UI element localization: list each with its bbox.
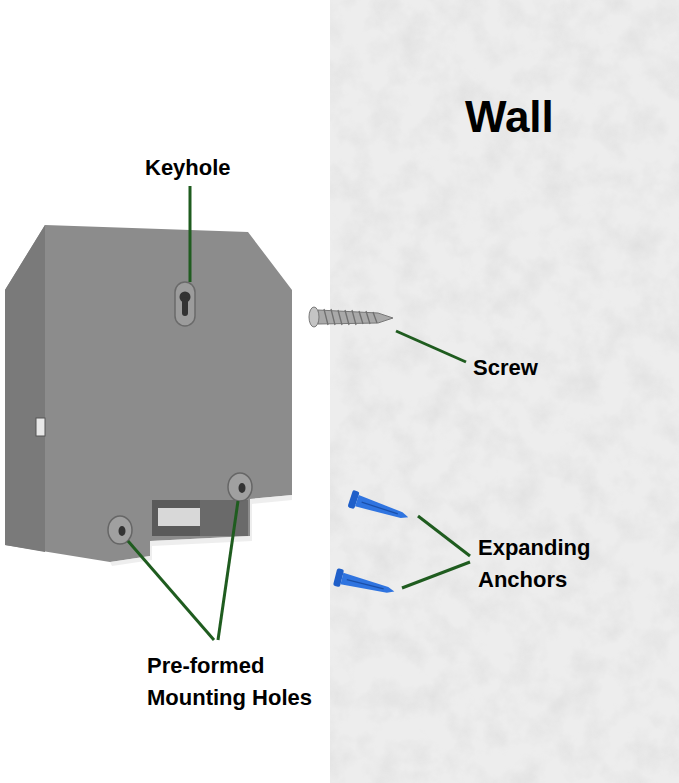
anchor — [333, 568, 397, 600]
callout-label: Keyhole — [145, 152, 265, 184]
keyhole-slot — [175, 282, 195, 326]
leader-line — [128, 186, 470, 640]
callout-label: Expanding Anchors — [478, 532, 613, 596]
screw — [309, 307, 393, 327]
callout-label: Screw — [473, 352, 583, 384]
wall-title: Wall — [465, 92, 554, 142]
anchor — [347, 490, 411, 526]
wall-region: Wall — [330, 0, 679, 783]
wall-texture — [330, 0, 679, 783]
callout-label: Pre-formed Mounting Holes — [147, 650, 337, 714]
wall-fill — [330, 0, 679, 783]
device-housing — [5, 225, 292, 566]
mounting-hole — [108, 473, 252, 544]
